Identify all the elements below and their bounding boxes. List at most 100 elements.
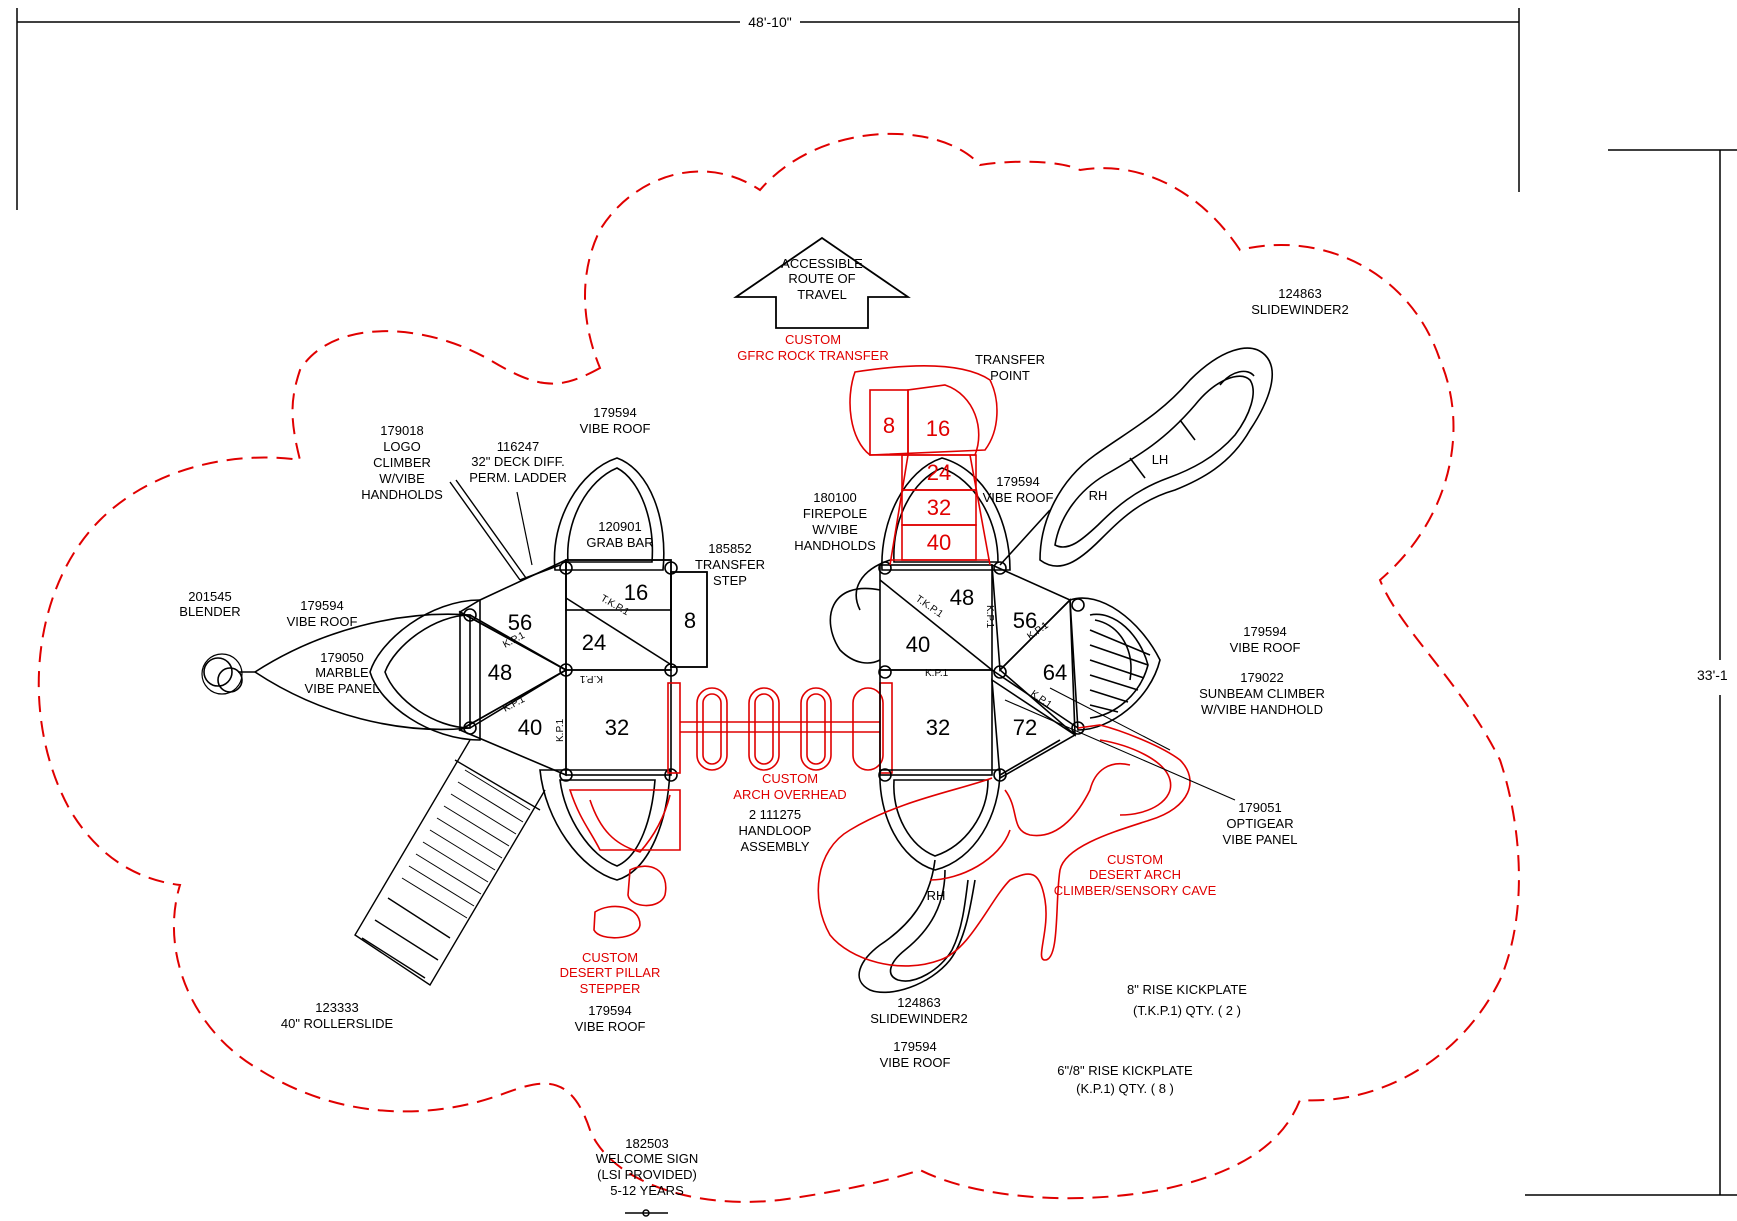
right-deck-64-label: 64 xyxy=(1043,660,1067,685)
callout-blender: 201545 BLENDER xyxy=(179,589,240,619)
svg-text:(K.P.1) QTY. ( 8 ): (K.P.1) QTY. ( 8 ) xyxy=(1076,1081,1174,1096)
svg-text:SUNBEAM CLIMBER: SUNBEAM CLIMBER xyxy=(1199,686,1325,701)
svg-text:GRAB BAR: GRAB BAR xyxy=(586,535,653,550)
left-top-vibe-roof xyxy=(553,457,665,571)
note-tkp-kickplate: 8" RISE KICKPLATE (T.K.P.1) QTY. ( 2 ) xyxy=(1127,982,1247,1018)
svg-text:123333: 123333 xyxy=(315,1000,358,1015)
svg-text:179594: 179594 xyxy=(588,1003,631,1018)
blender xyxy=(203,657,233,687)
left-deck-8-label: 8 xyxy=(684,608,696,633)
svg-text:179050: 179050 xyxy=(320,650,363,665)
callout-vibe-roof-bottom-left: 179594 VIBE ROOF xyxy=(575,1003,646,1034)
arrow-label-line3: TRAVEL xyxy=(797,287,847,302)
svg-text:CUSTOM: CUSTOM xyxy=(762,771,818,786)
slide-rh-top-label: RH xyxy=(1089,488,1108,503)
svg-text:120901: 120901 xyxy=(598,519,641,534)
kp-label-left-3: K.P.1 xyxy=(579,673,603,684)
svg-text:ASSEMBLY: ASSEMBLY xyxy=(740,839,809,854)
arrow-label-line2: ROUTE OF xyxy=(788,271,855,286)
right-bottom-vibe-roof xyxy=(879,769,1001,871)
kp-label-left-4: K.P.1 xyxy=(555,718,566,742)
overall-height-dimension xyxy=(1525,149,1737,1196)
svg-text:185852: 185852 xyxy=(708,541,751,556)
kp-label-right-2: K.P.1 xyxy=(984,605,995,629)
callout-vibe-roof-bottom-right: 179594 VIBE ROOF xyxy=(880,1039,951,1070)
right-deck-48-label: 48 xyxy=(950,585,974,610)
left-deck-56-label: 56 xyxy=(508,610,532,635)
left-deck-40 xyxy=(458,668,567,777)
svg-text:201545: 201545 xyxy=(188,589,231,604)
svg-text:DESERT ARCH: DESERT ARCH xyxy=(1089,867,1181,882)
callout-vibe-roof-top-left: 179594 VIBE ROOF xyxy=(580,405,651,436)
svg-text:40" ROLLERSLIDE: 40" ROLLERSLIDE xyxy=(281,1016,394,1031)
svg-text:CUSTOM: CUSTOM xyxy=(1107,852,1163,867)
svg-text:(LSI PROVIDED): (LSI PROVIDED) xyxy=(597,1167,697,1182)
svg-text:WELCOME SIGN: WELCOME SIGN xyxy=(596,1151,699,1166)
callout-desert-pillar: CUSTOM DESERT PILLAR STEPPER xyxy=(560,950,661,996)
svg-text:179594: 179594 xyxy=(893,1039,936,1054)
svg-text:180100: 180100 xyxy=(813,490,856,505)
callout-deck-ladder: 116247 32" DECK DIFF. PERM. LADDER xyxy=(469,439,567,485)
callout-sunbeam: 179022 SUNBEAM CLIMBER W/VIBE HANDHOLD xyxy=(1199,670,1325,717)
callout-vibe-roof-left: 179594 VIBE ROOF xyxy=(287,598,358,629)
svg-text:8" RISE KICKPLATE: 8" RISE KICKPLATE xyxy=(1127,982,1247,997)
right-deck-40-label: 40 xyxy=(906,632,930,657)
height-dimension-label: 33'-1 xyxy=(1697,667,1728,683)
callout-vibe-roof-top-right: 179594 VIBE ROOF xyxy=(983,474,1054,505)
callout-optigear: 179051 OPTIGEAR VIBE PANEL xyxy=(1223,800,1298,847)
svg-text:BLENDER: BLENDER xyxy=(179,604,240,619)
svg-text:5-12 YEARS: 5-12 YEARS xyxy=(610,1183,684,1198)
accessible-route-arrow: ACCESSIBLE ROUTE OF TRAVEL xyxy=(733,236,911,329)
width-dimension-label: 48'-10" xyxy=(748,14,791,30)
svg-text:STEPPER: STEPPER xyxy=(580,981,641,996)
svg-text:ARCH OVERHEAD: ARCH OVERHEAD xyxy=(733,787,846,802)
callout-transfer-step: 185852 TRANSFER STEP xyxy=(695,541,765,588)
gfrc-rock-transfer xyxy=(849,365,998,566)
svg-text:VIBE ROOF: VIBE ROOF xyxy=(983,490,1054,505)
left-deck-32-label: 32 xyxy=(605,715,629,740)
overall-width-dimension xyxy=(16,8,1520,210)
svg-text:VIBE ROOF: VIBE ROOF xyxy=(880,1055,951,1070)
rock-step-8-label: 8 xyxy=(883,413,895,438)
svg-text:VIBE PANEL: VIBE PANEL xyxy=(305,681,380,696)
leader-lines xyxy=(1004,687,1236,801)
right-deck-56-label: 56 xyxy=(1013,608,1037,633)
svg-text:FIREPOLE: FIREPOLE xyxy=(803,506,868,521)
left-bottom-vibe-roof xyxy=(539,769,671,881)
svg-text:DESERT PILLAR: DESERT PILLAR xyxy=(560,965,661,980)
welcome-sign-post xyxy=(625,1209,668,1217)
callout-logo-climber: 179018 LOGO CLIMBER W/VIBE HANDHOLDS xyxy=(361,423,443,502)
svg-text:STEP: STEP xyxy=(713,573,747,588)
rock-step-24-label: 24 xyxy=(927,460,951,485)
svg-text:179594: 179594 xyxy=(593,405,636,420)
svg-text:PERM. LADDER: PERM. LADDER xyxy=(469,470,567,485)
callout-welcome-sign: 182503 WELCOME SIGN (LSI PROVIDED) 5-12 … xyxy=(596,1136,699,1198)
right-deck-72-label: 72 xyxy=(1013,715,1037,740)
slidewinder-bottom xyxy=(858,859,976,994)
svg-text:179594: 179594 xyxy=(1243,624,1286,639)
svg-text:CLIMBER/SENSORY CAVE: CLIMBER/SENSORY CAVE xyxy=(1054,883,1217,898)
svg-text:LOGO: LOGO xyxy=(383,439,421,454)
svg-text:GFRC ROCK TRANSFER: GFRC ROCK TRANSFER xyxy=(737,348,888,363)
callout-desert-arch: CUSTOM DESERT ARCH CLIMBER/SENSORY CAVE xyxy=(1054,852,1217,898)
kp-label-right-1: K.P.1 xyxy=(925,668,949,679)
note-kp-kickplate: 6"/8" RISE KICKPLATE (K.P.1) QTY. ( 8 ) xyxy=(1057,1063,1193,1096)
svg-text:116247: 116247 xyxy=(497,439,539,454)
arrow-label-line1: ACCESSIBLE xyxy=(781,256,863,271)
svg-text:SLIDEWINDER2: SLIDEWINDER2 xyxy=(870,1011,968,1026)
svg-text:179594: 179594 xyxy=(996,474,1039,489)
left-deck-40-label: 40 xyxy=(518,715,542,740)
svg-text:OPTIGEAR: OPTIGEAR xyxy=(1226,816,1293,831)
rollerslide-rollers xyxy=(401,769,531,919)
svg-text:179051: 179051 xyxy=(1238,800,1281,815)
slide-lh-top-label: LH xyxy=(1152,452,1169,467)
svg-text:179018: 179018 xyxy=(380,423,423,438)
svg-text:VIBE ROOF: VIBE ROOF xyxy=(575,1019,646,1034)
left-side-vibe-roof xyxy=(369,599,481,741)
desert-arch-climber xyxy=(817,724,1191,967)
callout-marble-panel: 179050 MARBLE VIBE PANEL xyxy=(305,650,380,696)
callout-gfrc-rock: CUSTOM GFRC ROCK TRANSFER xyxy=(737,332,888,363)
left-deck-24-label: 24 xyxy=(582,630,606,655)
callout-slidewinder-top: 124863 SLIDEWINDER2 xyxy=(1251,286,1349,317)
desert-pillar-stepper xyxy=(568,789,681,939)
